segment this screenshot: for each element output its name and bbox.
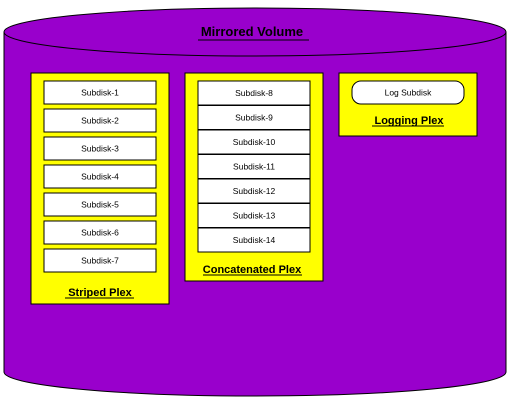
subdisk-label: Subdisk-3 <box>81 144 119 154</box>
subdisk-label: Subdisk-2 <box>81 116 119 126</box>
subdisk-box <box>43 136 157 161</box>
subdisk-label: Subdisk-8 <box>235 88 273 98</box>
subdisk-box <box>197 178 311 204</box>
subdisk-label: Subdisk-14 <box>233 235 276 245</box>
striped-subdisk-list: Subdisk-1Subdisk-2Subdisk-3Subdisk-4Subd… <box>43 80 157 273</box>
subdisk-label: Subdisk-9 <box>235 113 273 123</box>
subdisk-label: Subdisk-4 <box>81 172 119 182</box>
subdisk-box <box>43 164 157 189</box>
striped-plex-label: Striped Plex <box>68 287 132 299</box>
log-subdisk-label: Log Subdisk <box>385 88 433 98</box>
subdisk-box <box>43 192 157 217</box>
subdisk-box <box>197 154 311 179</box>
subdisk-label: Subdisk-6 <box>81 228 119 238</box>
concatenated-subdisk-list: Subdisk-8Subdisk-9Subdisk-10Subdisk-11Su… <box>197 80 311 253</box>
subdisk-box <box>43 108 157 133</box>
subdisk-label: Subdisk-7 <box>81 256 119 266</box>
subdisk-label: Subdisk-13 <box>233 211 276 221</box>
striped-plex: Subdisk-1Subdisk-2Subdisk-3Subdisk-4Subd… <box>30 72 170 305</box>
subdisk-box <box>43 248 157 273</box>
subdisk-box <box>43 220 157 245</box>
logging-plex: Log Subdisk Logging Plex <box>338 72 478 137</box>
log-subdisk-box <box>351 80 465 105</box>
concatenated-plex: Subdisk-8Subdisk-9Subdisk-10Subdisk-11Su… <box>184 72 324 282</box>
subdisk-box <box>43 80 157 105</box>
subdisk-label: Subdisk-1 <box>81 88 119 98</box>
volume-title: Mirrored Volume <box>201 24 303 39</box>
subdisk-label: Subdisk-12 <box>233 186 276 196</box>
subdisk-box <box>197 129 311 155</box>
subdisk-label: Subdisk-10 <box>233 137 276 147</box>
subdisk-box <box>197 80 311 106</box>
cylinder-top <box>3 7 507 57</box>
subdisk-label: Subdisk-5 <box>81 200 119 210</box>
subdisk-box <box>197 203 311 228</box>
concatenated-plex-label: Concatenated Plex <box>203 264 302 276</box>
subdisk-box <box>197 227 311 253</box>
subdisk-label: Subdisk-11 <box>233 162 275 172</box>
logging-plex-label: Logging Plex <box>374 115 444 127</box>
